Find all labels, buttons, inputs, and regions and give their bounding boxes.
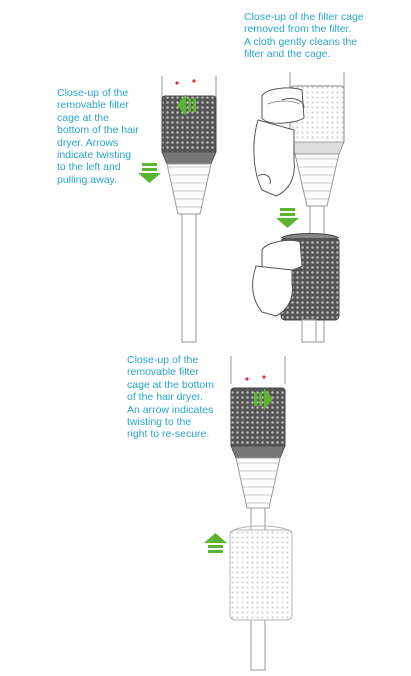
dryer-resecure-drawing (204, 356, 293, 671)
filter-cage-ghost (229, 525, 293, 621)
indicator-dot-icon (192, 79, 196, 83)
resecure-caption: Close-up of the removable filter cage at… (127, 354, 214, 441)
dryer-cone (166, 163, 212, 215)
dryer-removal-drawing (138, 76, 217, 343)
next-step-down-arrow-icon (276, 208, 299, 228)
indicator-dot-icon (175, 81, 179, 85)
removal-caption: Close-up of the removable filter cage at… (57, 87, 139, 186)
hand-icon (253, 97, 305, 197)
cloth-icon (261, 239, 303, 272)
push-up-arrow-icon (204, 533, 227, 553)
cloth-icon (261, 87, 305, 124)
indicator-dot-icon (245, 377, 249, 381)
cleaning-caption: Close-up of the filter cage removed from… (244, 11, 364, 61)
filter-cage (230, 387, 286, 449)
power-cord (181, 213, 197, 343)
cage-wipe-drawing (252, 233, 340, 343)
dryer-cone (235, 457, 281, 509)
twist-right-arrow-icon (254, 388, 273, 410)
cage-cleaning-drawing (253, 72, 345, 343)
pull-down-arrow-icon (138, 163, 161, 183)
twist-left-arrow-icon (177, 94, 196, 116)
indicator-dot-icon (262, 375, 266, 379)
hand-icon (252, 265, 293, 317)
